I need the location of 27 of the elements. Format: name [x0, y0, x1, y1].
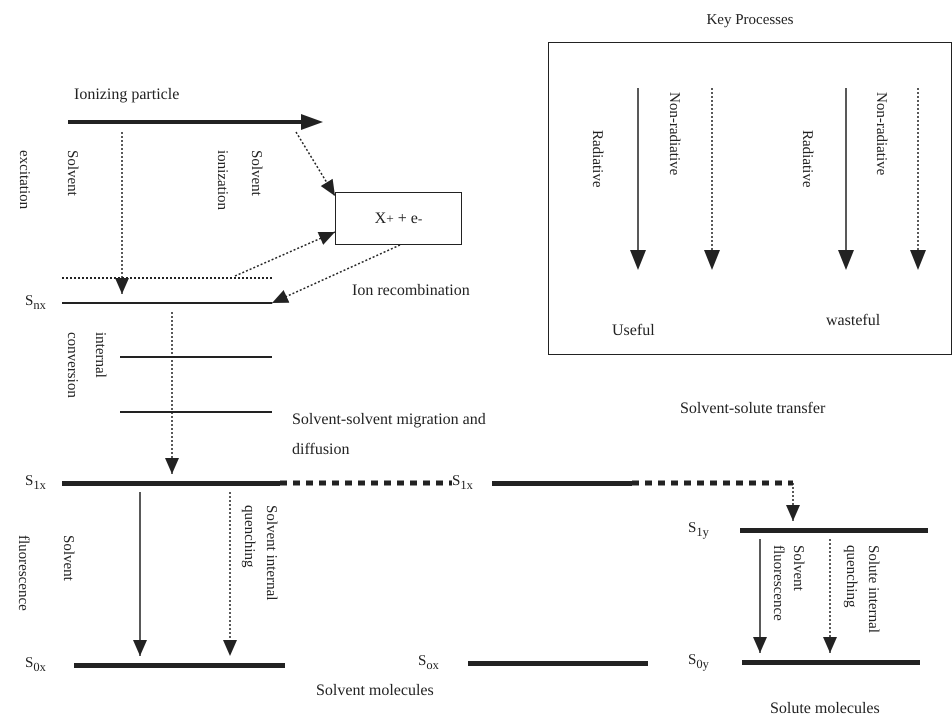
energy-level-line	[120, 356, 272, 358]
box-title: Key Processes	[705, 12, 795, 29]
level-label: S$_{0y}$	[688, 652, 710, 672]
group-caption: Solvent molecules	[316, 682, 434, 700]
energy-level-line	[120, 411, 272, 413]
level-label: S$_{1x}$	[25, 473, 47, 493]
arrow	[223, 492, 237, 656]
arrow	[115, 132, 129, 294]
level-label: S$_{ox}$	[418, 653, 440, 673]
arrow	[133, 492, 147, 656]
arrow	[272, 244, 400, 304]
arrow	[823, 539, 837, 653]
arrow	[165, 312, 179, 474]
arrow	[753, 539, 767, 653]
connector-line	[280, 480, 452, 486]
legend-caption: Useful	[612, 322, 655, 340]
particle-label: Ionizing particle	[73, 86, 180, 104]
arrow	[295, 132, 336, 196]
arrow	[632, 480, 800, 521]
level-label: S$_{1y}$	[688, 520, 710, 540]
legend-caption: wasteful	[826, 312, 880, 330]
level-label: S$_{nx}$	[25, 293, 47, 313]
group-caption: Solute molecules	[770, 700, 880, 718]
energy-level-line	[62, 277, 272, 279]
level-label: S$_{1x}$	[452, 473, 474, 493]
arrow	[234, 231, 336, 277]
level-label: S$_{0x}$	[25, 655, 47, 675]
